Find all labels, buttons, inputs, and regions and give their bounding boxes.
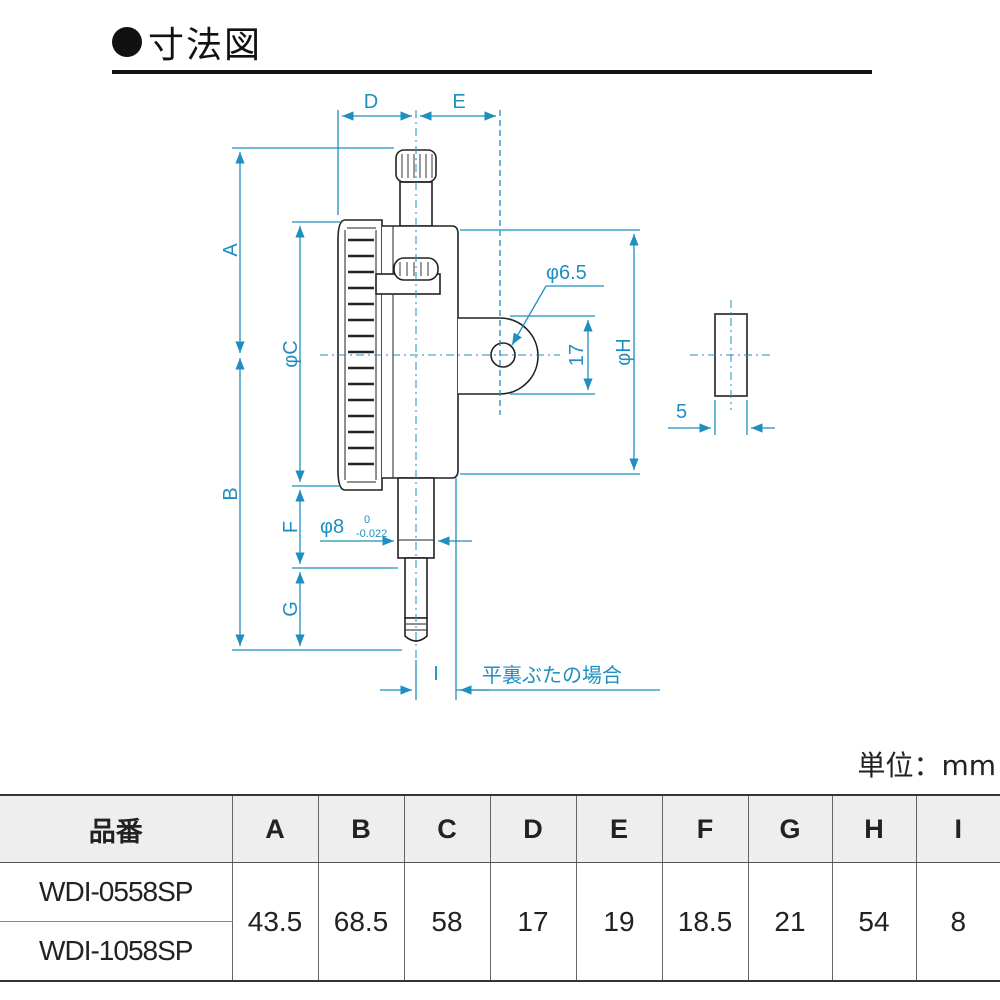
label-b: B (220, 487, 242, 500)
dimension-lines (232, 110, 775, 700)
model-cell: WDI-0558SP (0, 862, 232, 922)
label-i: I (433, 663, 439, 685)
header-i: I (915, 794, 1000, 863)
value-a: 43.5 (231, 862, 318, 982)
label-e: E (452, 91, 465, 113)
label-flat-back: 平裏ぶたの場合 (482, 664, 622, 687)
header-b: B (317, 794, 404, 863)
label-phi-6-5: φ6.5 (546, 262, 587, 284)
label-17: 17 (566, 344, 588, 366)
value-f: 18.5 (661, 862, 748, 982)
section-title: 寸法図 (148, 25, 263, 66)
heading-underline (112, 70, 872, 74)
unit-label: 単位：mm (857, 749, 996, 782)
label-phi-8-lower: -0.022 (356, 528, 387, 540)
header-c: C (403, 794, 490, 863)
model-cell: WDI-1058SP (0, 921, 232, 982)
spec-table: 品番 A B C D E F G H I WDI-0558SP 43.5 68.… (0, 794, 1000, 982)
label-phi-h: φH (613, 338, 635, 365)
label-phi-c: φC (280, 340, 302, 367)
label-g: G (280, 601, 302, 617)
label-d: D (364, 91, 378, 113)
value-d: 17 (489, 862, 576, 982)
value-b: 68.5 (317, 862, 404, 982)
value-c: 58 (403, 862, 490, 982)
table-header-row: 品番 A B C D E F G H I (0, 794, 1000, 863)
value-e: 19 (575, 862, 662, 982)
label-phi-8: φ8 (320, 516, 344, 538)
label-f: F (280, 521, 302, 533)
label-a: A (220, 243, 242, 257)
value-i: 8 (915, 862, 1000, 982)
header-h: H (831, 794, 916, 863)
header-g: G (747, 794, 832, 863)
header-e: E (575, 794, 662, 863)
section-heading: 寸法図 (112, 14, 262, 70)
dimension-drawing: D E A B φC F G φH 17 φ6.5 5 φ8 0 -0.022 … (220, 91, 775, 700)
value-g: 21 (747, 862, 832, 982)
header-a: A (231, 794, 318, 863)
table-row: WDI-1058SP (0, 921, 1000, 982)
value-h: 54 (831, 862, 916, 982)
centerlines (320, 110, 770, 660)
label-5: 5 (676, 401, 687, 423)
header-part-number: 品番 (0, 794, 232, 863)
bullet-icon (112, 27, 142, 57)
header-f: F (661, 794, 748, 863)
header-d: D (489, 794, 576, 863)
gauge-outline (337, 149, 748, 642)
label-phi-8-upper: 0 (364, 514, 370, 526)
table-row: WDI-0558SP 43.5 68.5 58 17 19 18.5 21 54… (0, 862, 1000, 982)
